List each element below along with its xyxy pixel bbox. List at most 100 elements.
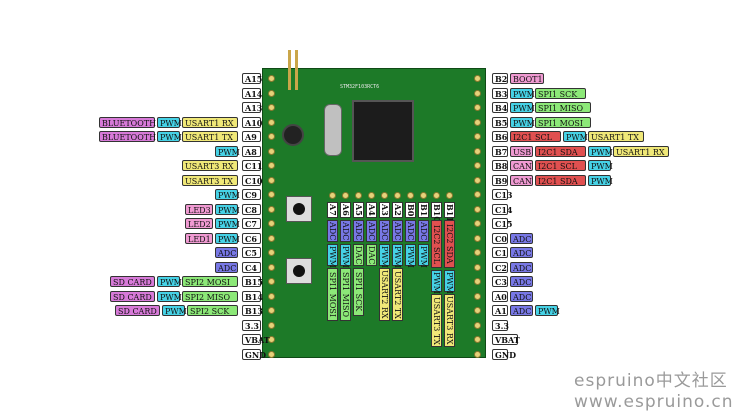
function-tag: SPI1 SCK xyxy=(535,87,586,99)
pin-label: B9 xyxy=(492,174,508,186)
function-tag: I2C2 SDA xyxy=(444,220,455,268)
pin-label: A9 xyxy=(242,131,261,142)
function-tag: I2C2 SCL xyxy=(431,220,442,268)
pin-label: A7 xyxy=(327,202,338,218)
function-tag: PWM xyxy=(157,131,182,142)
watermark-text: espruino中文社区 xyxy=(574,371,728,391)
pin-hole xyxy=(268,350,275,358)
pin-label: C7 xyxy=(242,218,261,229)
pin-label: A8 xyxy=(242,145,261,157)
function-tag: DAC xyxy=(353,244,364,266)
pin-hole xyxy=(474,75,481,82)
function-tag: PWM xyxy=(162,305,187,316)
pin-hole xyxy=(268,205,275,213)
function-tag: USART1 RX xyxy=(613,145,669,157)
pin-label: B13 xyxy=(242,305,263,316)
function-tag: BOOT1 xyxy=(510,73,544,84)
function-tag: ADC xyxy=(510,290,533,302)
function-tag: PWM xyxy=(215,218,240,229)
header-pin xyxy=(288,50,291,90)
pin-hole xyxy=(268,89,275,97)
pin-label: A15 xyxy=(242,73,262,84)
function-tag: SPI1 MOSI xyxy=(327,268,338,321)
pin-label: VBAT xyxy=(492,334,520,345)
function-tag: LED2 xyxy=(185,218,213,229)
pin-hole xyxy=(474,263,481,271)
function-tag: PWM xyxy=(588,160,613,171)
user-button[interactable] xyxy=(286,258,312,284)
pin-label: C10 xyxy=(242,174,263,186)
pin-label: B7 xyxy=(492,145,508,157)
pin-label: 3.3 xyxy=(242,319,261,331)
pin-hole xyxy=(268,104,275,111)
function-tag: PWM xyxy=(405,244,416,268)
pin-hole xyxy=(420,192,427,199)
function-tag: LED1 xyxy=(185,232,213,244)
crystal-oscillator xyxy=(324,104,342,156)
function-tag: PWM xyxy=(215,232,240,244)
pin-hole xyxy=(268,307,275,314)
function-tag: ADC xyxy=(353,220,364,242)
function-tag: ADC xyxy=(392,220,403,242)
pin-label: 3.3 xyxy=(492,319,509,331)
pin-label: C0 xyxy=(492,232,508,244)
function-tag: ADC xyxy=(510,305,533,316)
pin-hole xyxy=(268,133,275,140)
pin-hole xyxy=(474,336,481,343)
pin-label: A5 xyxy=(353,202,364,218)
pin-label: C8 xyxy=(242,203,261,215)
pin-label: VBAT xyxy=(242,334,270,345)
function-tag: PWM xyxy=(327,244,338,268)
pin-hole xyxy=(268,162,275,169)
pin-label: C13 xyxy=(492,189,513,200)
pin-hole xyxy=(268,249,275,256)
pin-label: GND xyxy=(242,348,266,360)
pin-hole xyxy=(368,192,375,199)
pin-label: B6 xyxy=(492,131,508,142)
function-tag: ADC xyxy=(327,220,338,242)
header-pin xyxy=(295,50,298,90)
function-tag: USART3 RX xyxy=(444,294,455,347)
function-tag: I2C1 SDA xyxy=(535,145,586,157)
button-cap xyxy=(293,265,305,277)
function-tag: ADC xyxy=(418,220,429,242)
watermark-url: www.espruino.cn xyxy=(574,392,734,412)
function-tag: ADC xyxy=(510,247,533,258)
pin-label: A13 xyxy=(242,102,262,113)
function-tag: PWM xyxy=(510,102,535,113)
function-tag: PWM xyxy=(418,244,429,268)
function-tag: PWM xyxy=(588,145,613,157)
pin-hole xyxy=(474,234,481,242)
pin-hole xyxy=(474,162,481,169)
pin-label: B10 xyxy=(431,202,442,222)
function-tag: ADC xyxy=(405,220,416,242)
pin-label: B14 xyxy=(242,290,263,302)
pin-hole xyxy=(474,191,481,198)
reset-button[interactable] xyxy=(286,196,312,222)
pin-label: C5 xyxy=(242,247,261,258)
function-tag: PWM xyxy=(510,116,535,128)
pin-label: A1 xyxy=(492,305,508,316)
pin-hole xyxy=(474,133,481,140)
function-tag: PWM xyxy=(444,270,455,294)
function-tag: ADC xyxy=(510,232,533,244)
pin-hole xyxy=(355,192,362,199)
pin-hole xyxy=(268,263,275,271)
pin-label: A3 xyxy=(379,202,390,218)
pin-hole xyxy=(474,104,481,111)
pin-label: B0 xyxy=(405,202,416,218)
function-tag: PWM xyxy=(157,290,182,302)
function-tag: USART1 TX xyxy=(588,131,644,142)
function-tag: USB xyxy=(510,145,533,157)
function-tag: ADC xyxy=(215,261,238,273)
function-tag: SPI2 MOSI xyxy=(182,276,238,287)
chip-label: STM32F103RCT6 xyxy=(340,84,380,90)
pin-hole xyxy=(474,321,481,329)
pin-hole xyxy=(433,192,440,199)
function-tag: PWM xyxy=(215,145,240,157)
function-tag: ADC xyxy=(510,261,533,273)
function-tag: USART2 RX xyxy=(379,268,390,321)
function-tag: USART2 TX xyxy=(392,268,403,321)
function-tag: PWM xyxy=(340,244,351,268)
